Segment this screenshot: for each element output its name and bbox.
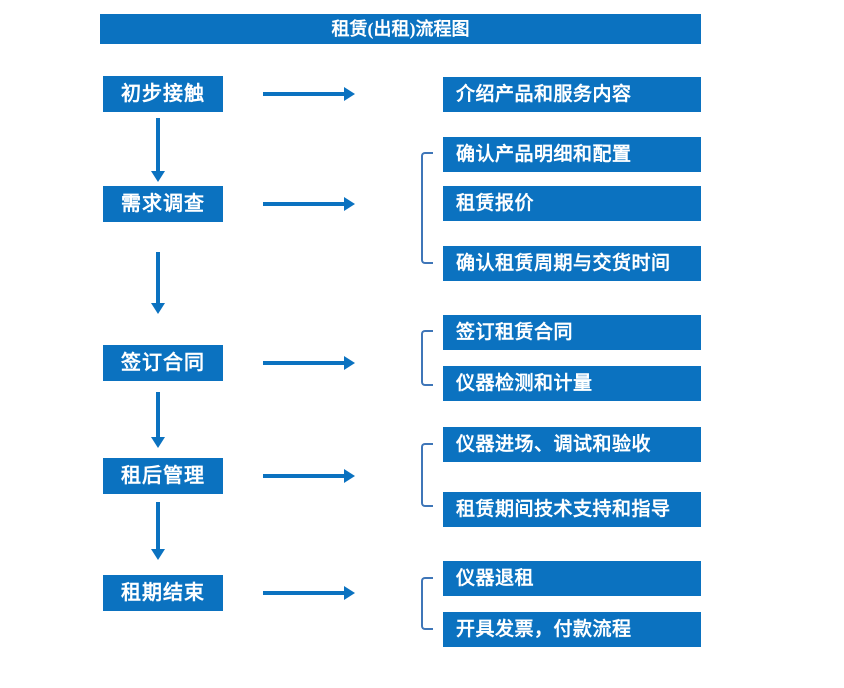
bracket-group-3-icon xyxy=(421,330,433,386)
step-box-post-rental-mgmt: 租后管理 xyxy=(103,458,223,494)
step-box-rental-end: 租期结束 xyxy=(103,575,223,611)
arrow-down-2-icon xyxy=(151,252,165,314)
arrow-down-1-icon xyxy=(151,118,165,182)
output-box: 介绍产品和服务内容 xyxy=(443,77,701,112)
output-box: 签订租赁合同 xyxy=(443,315,701,350)
arrow-down-3-icon xyxy=(151,392,165,448)
output-box: 仪器退租 xyxy=(443,561,701,596)
step-box-demand-survey: 需求调查 xyxy=(103,186,223,222)
output-box: 租赁期间技术支持和指导 xyxy=(443,492,701,527)
output-box: 确认产品明细和配置 xyxy=(443,137,701,172)
output-box: 仪器检测和计量 xyxy=(443,366,701,401)
step-box-sign-contract: 签订合同 xyxy=(103,345,223,381)
arrow-right-1-icon xyxy=(263,87,355,101)
output-box: 租赁报价 xyxy=(443,186,701,221)
arrow-right-4-icon xyxy=(263,469,355,483)
output-box: 确认租赁周期与交货时间 xyxy=(443,246,701,281)
bracket-group-5-icon xyxy=(421,577,433,630)
bracket-group-2-icon xyxy=(421,152,433,264)
step-box-initial-contact: 初步接触 xyxy=(103,76,223,112)
bracket-group-4-icon xyxy=(421,443,433,507)
output-box: 仪器进场、调试和验收 xyxy=(443,427,701,462)
arrow-right-3-icon xyxy=(263,356,355,370)
output-box: 开具发票，付款流程 xyxy=(443,612,701,647)
arrow-right-2-icon xyxy=(263,197,355,211)
arrow-right-5-icon xyxy=(263,586,355,600)
page-title: 租赁(出租)流程图 xyxy=(331,19,470,39)
arrow-down-4-icon xyxy=(151,502,165,560)
title-bar: 租赁(出租)流程图 xyxy=(100,14,701,44)
